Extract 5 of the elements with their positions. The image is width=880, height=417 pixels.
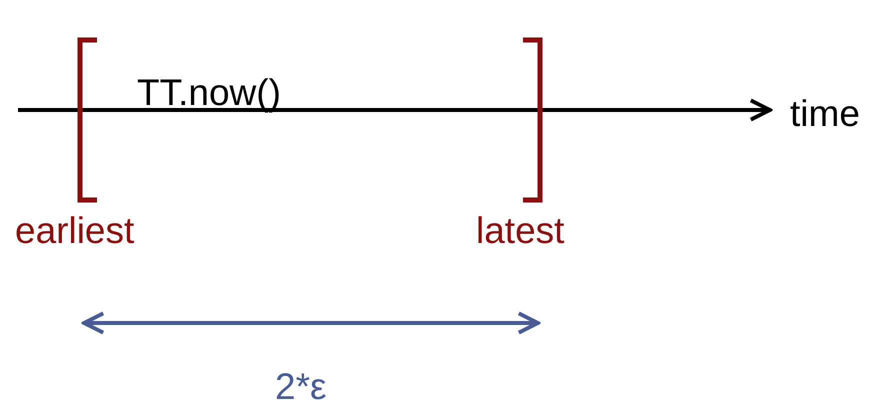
- function-call-label: TT.now(): [137, 74, 281, 111]
- axis-label: time: [790, 95, 860, 132]
- bound-label: earliest: [15, 212, 134, 249]
- interval-label: 2*ε: [275, 368, 326, 405]
- bound-label: latest: [476, 212, 564, 249]
